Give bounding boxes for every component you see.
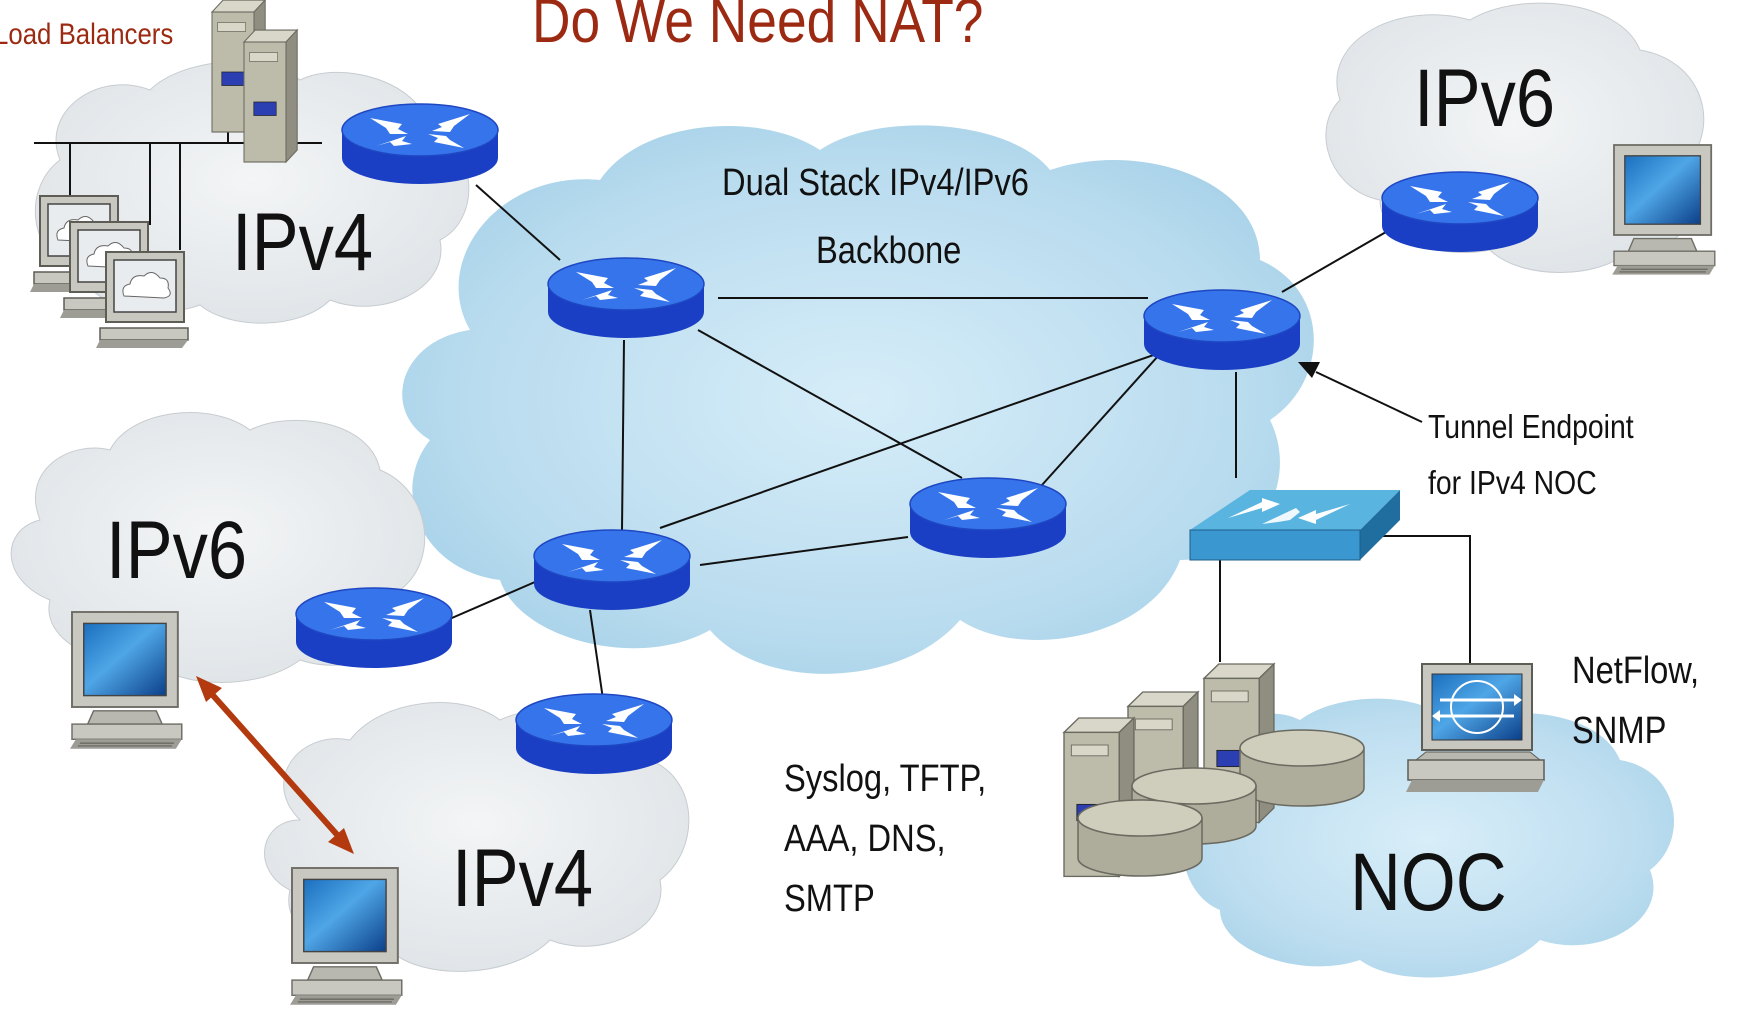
ipv6-left-label: IPv6 (106, 505, 248, 596)
router-icon (515, 693, 673, 775)
tunnel-label-line1: Tunnel Endpoint (1428, 408, 1634, 445)
tunnel-pointer-arrow (1298, 362, 1423, 423)
noc-label: NOC (1350, 837, 1507, 928)
link-bb-bottom (699, 536, 909, 566)
page-title: Do We Need NAT? (532, 0, 984, 56)
ipv4-top-left-label: IPv4 (232, 197, 374, 288)
router-icon (341, 103, 499, 185)
server-icon (243, 29, 298, 163)
link-bb-right (1041, 344, 1169, 486)
ipv6-top-right-label: IPv6 (1414, 53, 1556, 144)
netflow-label-line1: NetFlow, (1572, 650, 1700, 692)
syslog-label-line3: SMTP (784, 878, 875, 920)
netflow-monitor-icon (1406, 663, 1545, 792)
disk-icon (1077, 799, 1203, 877)
netflow-label-line2: SNMP (1572, 710, 1667, 752)
disk-icon (1239, 729, 1365, 807)
workstation-icon (95, 251, 189, 349)
load-balancers-label: Load Balancers (0, 18, 174, 51)
link-to-ipv4-bottom-router (589, 609, 605, 707)
host-to-host-arrow (196, 676, 354, 854)
link-bb-diag1 (697, 329, 963, 479)
switch-icon (1189, 490, 1400, 561)
link-ipv4-router-to-backbone (475, 184, 561, 261)
ipv4-bottom-label: IPv4 (452, 833, 594, 924)
router-icon (547, 257, 705, 339)
workstation-icon (69, 611, 183, 750)
syslog-label-line2: AAA, DNS, (784, 818, 946, 860)
link-bb-left (621, 339, 625, 531)
workstation-icon (289, 867, 403, 1006)
router-icon (909, 477, 1067, 559)
backbone-label-line2: Backbone (816, 230, 962, 272)
router-icon (295, 587, 453, 669)
router-icon (533, 529, 691, 611)
router-icon (1381, 171, 1539, 253)
router-icon (1143, 289, 1301, 371)
backbone-label-line1: Dual Stack IPv4/IPv6 (722, 162, 1029, 204)
tunnel-label-line2: for IPv4 NOC (1428, 464, 1597, 501)
link-bb-diag2 (659, 351, 1163, 529)
syslog-label-line1: Syslog, TFTP, (784, 758, 987, 800)
workstation-icon (1611, 144, 1716, 276)
